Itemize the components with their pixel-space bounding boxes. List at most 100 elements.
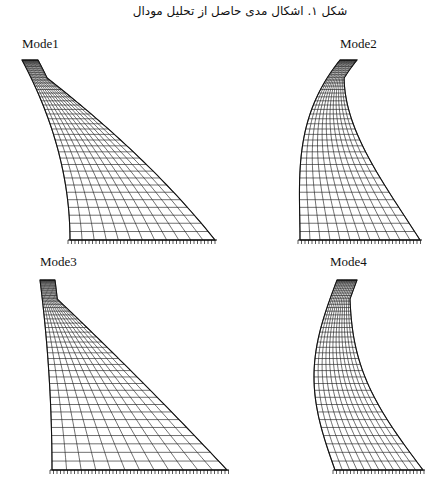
foundation-hatch bbox=[187, 240, 188, 244]
foundation-hatch bbox=[204, 470, 205, 474]
foundation-hatch bbox=[75, 240, 76, 244]
dam-mesh bbox=[22, 60, 217, 244]
foundation-hatch bbox=[228, 470, 229, 474]
dam-mesh bbox=[40, 280, 229, 474]
foundation-hatch bbox=[169, 470, 170, 474]
foundation-hatch bbox=[204, 240, 205, 244]
foundation-hatch bbox=[173, 240, 174, 244]
foundation-hatch bbox=[197, 470, 198, 474]
foundation-hatch bbox=[357, 240, 358, 244]
foundation-hatch bbox=[60, 470, 61, 474]
foundation-hatch bbox=[403, 240, 404, 244]
mesh-column bbox=[45, 280, 110, 470]
foundation-hatch bbox=[410, 240, 411, 244]
foundation-hatch bbox=[109, 470, 110, 474]
foundation-hatch bbox=[71, 240, 72, 244]
mesh-column bbox=[348, 280, 415, 470]
foundation-hatch bbox=[78, 470, 79, 474]
foundation-hatch bbox=[336, 240, 337, 244]
mesh-column bbox=[26, 60, 106, 240]
foundation-hatch bbox=[336, 470, 337, 474]
base-line bbox=[50, 469, 229, 470]
foundation-hatch bbox=[180, 240, 181, 244]
foundation-hatch bbox=[95, 470, 96, 474]
foundation-hatch bbox=[148, 240, 149, 244]
foundation-hatch bbox=[141, 470, 142, 474]
foundation-hatch bbox=[124, 240, 125, 244]
mesh-column bbox=[34, 60, 179, 240]
foundation-hatch bbox=[333, 470, 334, 474]
foundation-hatch bbox=[364, 240, 365, 244]
foundation-hatch bbox=[155, 470, 156, 474]
foundation-hatch bbox=[190, 470, 191, 474]
foundation-hatch bbox=[329, 240, 330, 244]
dam-outline bbox=[40, 280, 227, 470]
foundation-hatch bbox=[78, 240, 79, 244]
foundation-hatch bbox=[308, 240, 309, 244]
foundation-hatch bbox=[102, 470, 103, 474]
foundation-hatch bbox=[322, 240, 323, 244]
mesh-column bbox=[22, 60, 70, 240]
foundation-hatch bbox=[67, 470, 68, 474]
foundation-hatch bbox=[155, 240, 156, 244]
foundation-hatch bbox=[333, 240, 334, 244]
foundation-hatch bbox=[190, 240, 191, 244]
foundation-hatch bbox=[375, 470, 376, 474]
foundation-hatch bbox=[340, 240, 341, 244]
foundation-hatch bbox=[92, 470, 93, 474]
foundation-hatch bbox=[89, 240, 90, 244]
foundation-hatch bbox=[113, 470, 114, 474]
mesh-column bbox=[38, 60, 215, 240]
mesh-column bbox=[49, 280, 154, 470]
mesh-column bbox=[37, 60, 203, 240]
foundation-hatch bbox=[305, 240, 306, 244]
foundation-hatch bbox=[399, 240, 400, 244]
foundation-hatch bbox=[186, 470, 187, 474]
foundation-hatch bbox=[326, 240, 327, 244]
foundation-hatch bbox=[350, 240, 351, 244]
foundation-hatch bbox=[385, 470, 386, 474]
foundation-hatch bbox=[50, 470, 51, 474]
foundation-hatch bbox=[413, 240, 414, 244]
foundation-hatch bbox=[141, 240, 142, 244]
foundation-hatch bbox=[99, 240, 100, 244]
foundation-hatch bbox=[343, 470, 344, 474]
foundation-hatch bbox=[200, 470, 201, 474]
mesh-column bbox=[41, 280, 66, 470]
foundation-hatch bbox=[350, 470, 351, 474]
foundation-hatch bbox=[347, 240, 348, 244]
mesh-column bbox=[344, 60, 420, 240]
mesh-column bbox=[46, 280, 125, 470]
foundation-hatch bbox=[152, 240, 153, 244]
mode-label: Mode3 bbox=[40, 254, 77, 270]
foundation-hatch bbox=[88, 470, 89, 474]
foundation-hatch bbox=[179, 470, 180, 474]
foundation-hatch bbox=[382, 240, 383, 244]
foundation-hatch bbox=[406, 240, 407, 244]
dam-outline bbox=[299, 60, 420, 240]
foundation-hatch bbox=[301, 240, 302, 244]
foundation-hatch bbox=[378, 240, 379, 244]
foundation-hatch bbox=[116, 470, 117, 474]
foundation-hatch bbox=[130, 470, 131, 474]
foundation-hatch bbox=[64, 470, 65, 474]
foundation-hatch bbox=[165, 470, 166, 474]
foundation-hatch bbox=[396, 240, 397, 244]
foundation-hatch bbox=[354, 470, 355, 474]
foundation-hatch bbox=[343, 240, 344, 244]
mesh-column bbox=[341, 60, 400, 240]
foundation-hatch bbox=[347, 470, 348, 474]
foundation-hatch bbox=[218, 470, 219, 474]
foundation-hatch bbox=[201, 240, 202, 244]
mesh-column bbox=[43, 280, 82, 470]
foundation-hatch bbox=[158, 470, 159, 474]
foundation-hatch bbox=[413, 470, 414, 474]
foundation-hatch bbox=[68, 240, 69, 244]
foundation-hatch bbox=[127, 470, 128, 474]
foundation-hatch bbox=[144, 470, 145, 474]
dam-outline bbox=[22, 60, 215, 240]
foundation-hatch bbox=[127, 240, 128, 244]
foundation-hatch bbox=[225, 470, 226, 474]
dam-mesh bbox=[314, 280, 425, 474]
foundation-hatch bbox=[53, 470, 54, 474]
